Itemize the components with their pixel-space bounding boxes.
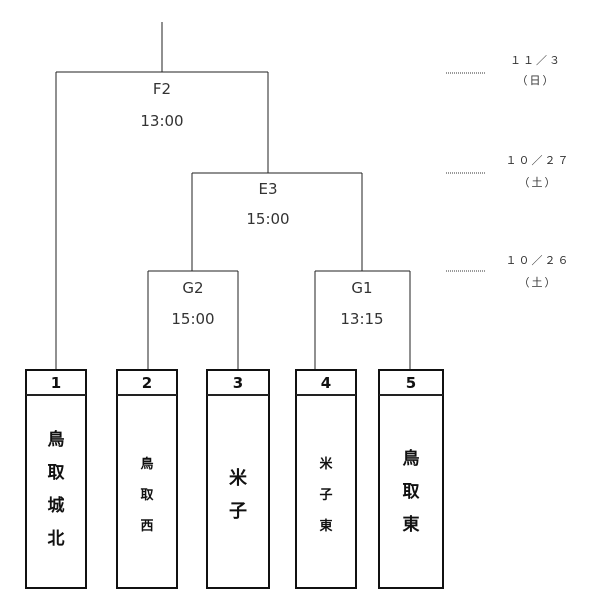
match-e3-code: E3 xyxy=(258,180,277,198)
team-name-char: 米 xyxy=(229,467,248,489)
seed-number: 4 xyxy=(321,374,331,392)
seed-number: 1 xyxy=(51,374,61,392)
match-g1-code: G1 xyxy=(351,279,372,297)
match-g2-time: 15:00 xyxy=(171,310,214,328)
team-box-frame xyxy=(206,369,270,589)
team-name-char: 子 xyxy=(319,488,332,503)
team-box: 1 鳥取城北 xyxy=(25,369,87,589)
team-name-char: 鳥 xyxy=(403,448,420,469)
team-name: 鳥取西 xyxy=(140,456,154,534)
round-2-day: （土） xyxy=(519,176,558,189)
team-name-char: 東 xyxy=(403,514,420,535)
team-name-char: 城 xyxy=(48,496,65,516)
round-dates: １１／３ （日） １０／２７ （土） １０／２６ （土） xyxy=(446,54,571,289)
team-name: 米子東 xyxy=(319,456,333,534)
team-box: 4 米子東 xyxy=(295,369,357,589)
team-box: 5 鳥取東 xyxy=(378,369,444,589)
match-e3-time: 15:00 xyxy=(246,210,289,228)
round-1-date: １１／３ xyxy=(510,54,562,67)
team-box-frame xyxy=(295,369,357,589)
match-labels: F2 13:00 E3 15:00 G2 15:00 G1 13:15 xyxy=(140,80,383,328)
match-g2-code: G2 xyxy=(182,279,203,297)
team-name-char: 子 xyxy=(229,501,247,522)
match-f2-code: F2 xyxy=(153,80,171,98)
team-name: 鳥取城北 xyxy=(48,429,65,549)
team-box-frame xyxy=(378,369,444,589)
team-box-frame xyxy=(116,369,178,589)
round-2-date: １０／２７ xyxy=(506,154,571,167)
team-name: 鳥取東 xyxy=(403,448,420,535)
team-box: 2 鳥取西 xyxy=(116,369,178,589)
team-name-char: 取 xyxy=(140,488,154,503)
team-name-char: 鳥 xyxy=(140,456,153,472)
match-f2-time: 13:00 xyxy=(140,112,183,130)
team-name-char: 北 xyxy=(48,529,65,549)
team-box-frame xyxy=(25,369,87,589)
round-1-day: （日） xyxy=(517,74,556,87)
team-name-char: 取 xyxy=(403,482,420,502)
team-name-char: 鳥 xyxy=(48,429,65,450)
team-box: 3 米子 xyxy=(206,369,270,589)
bracket-lines xyxy=(55,22,411,370)
seed-number: 3 xyxy=(233,374,243,392)
team-name-char: 東 xyxy=(319,518,332,534)
seed-number: 5 xyxy=(406,374,416,392)
match-g1-time: 13:15 xyxy=(340,310,383,328)
seed-number: 2 xyxy=(142,374,152,392)
team-name-char: 取 xyxy=(48,463,65,483)
round-3-date: １０／２６ xyxy=(506,254,571,267)
team-name: 米子 xyxy=(229,467,248,522)
round-3-day: （土） xyxy=(519,276,558,289)
team-name-char: 西 xyxy=(140,519,153,534)
team-name-char: 米 xyxy=(319,456,333,472)
